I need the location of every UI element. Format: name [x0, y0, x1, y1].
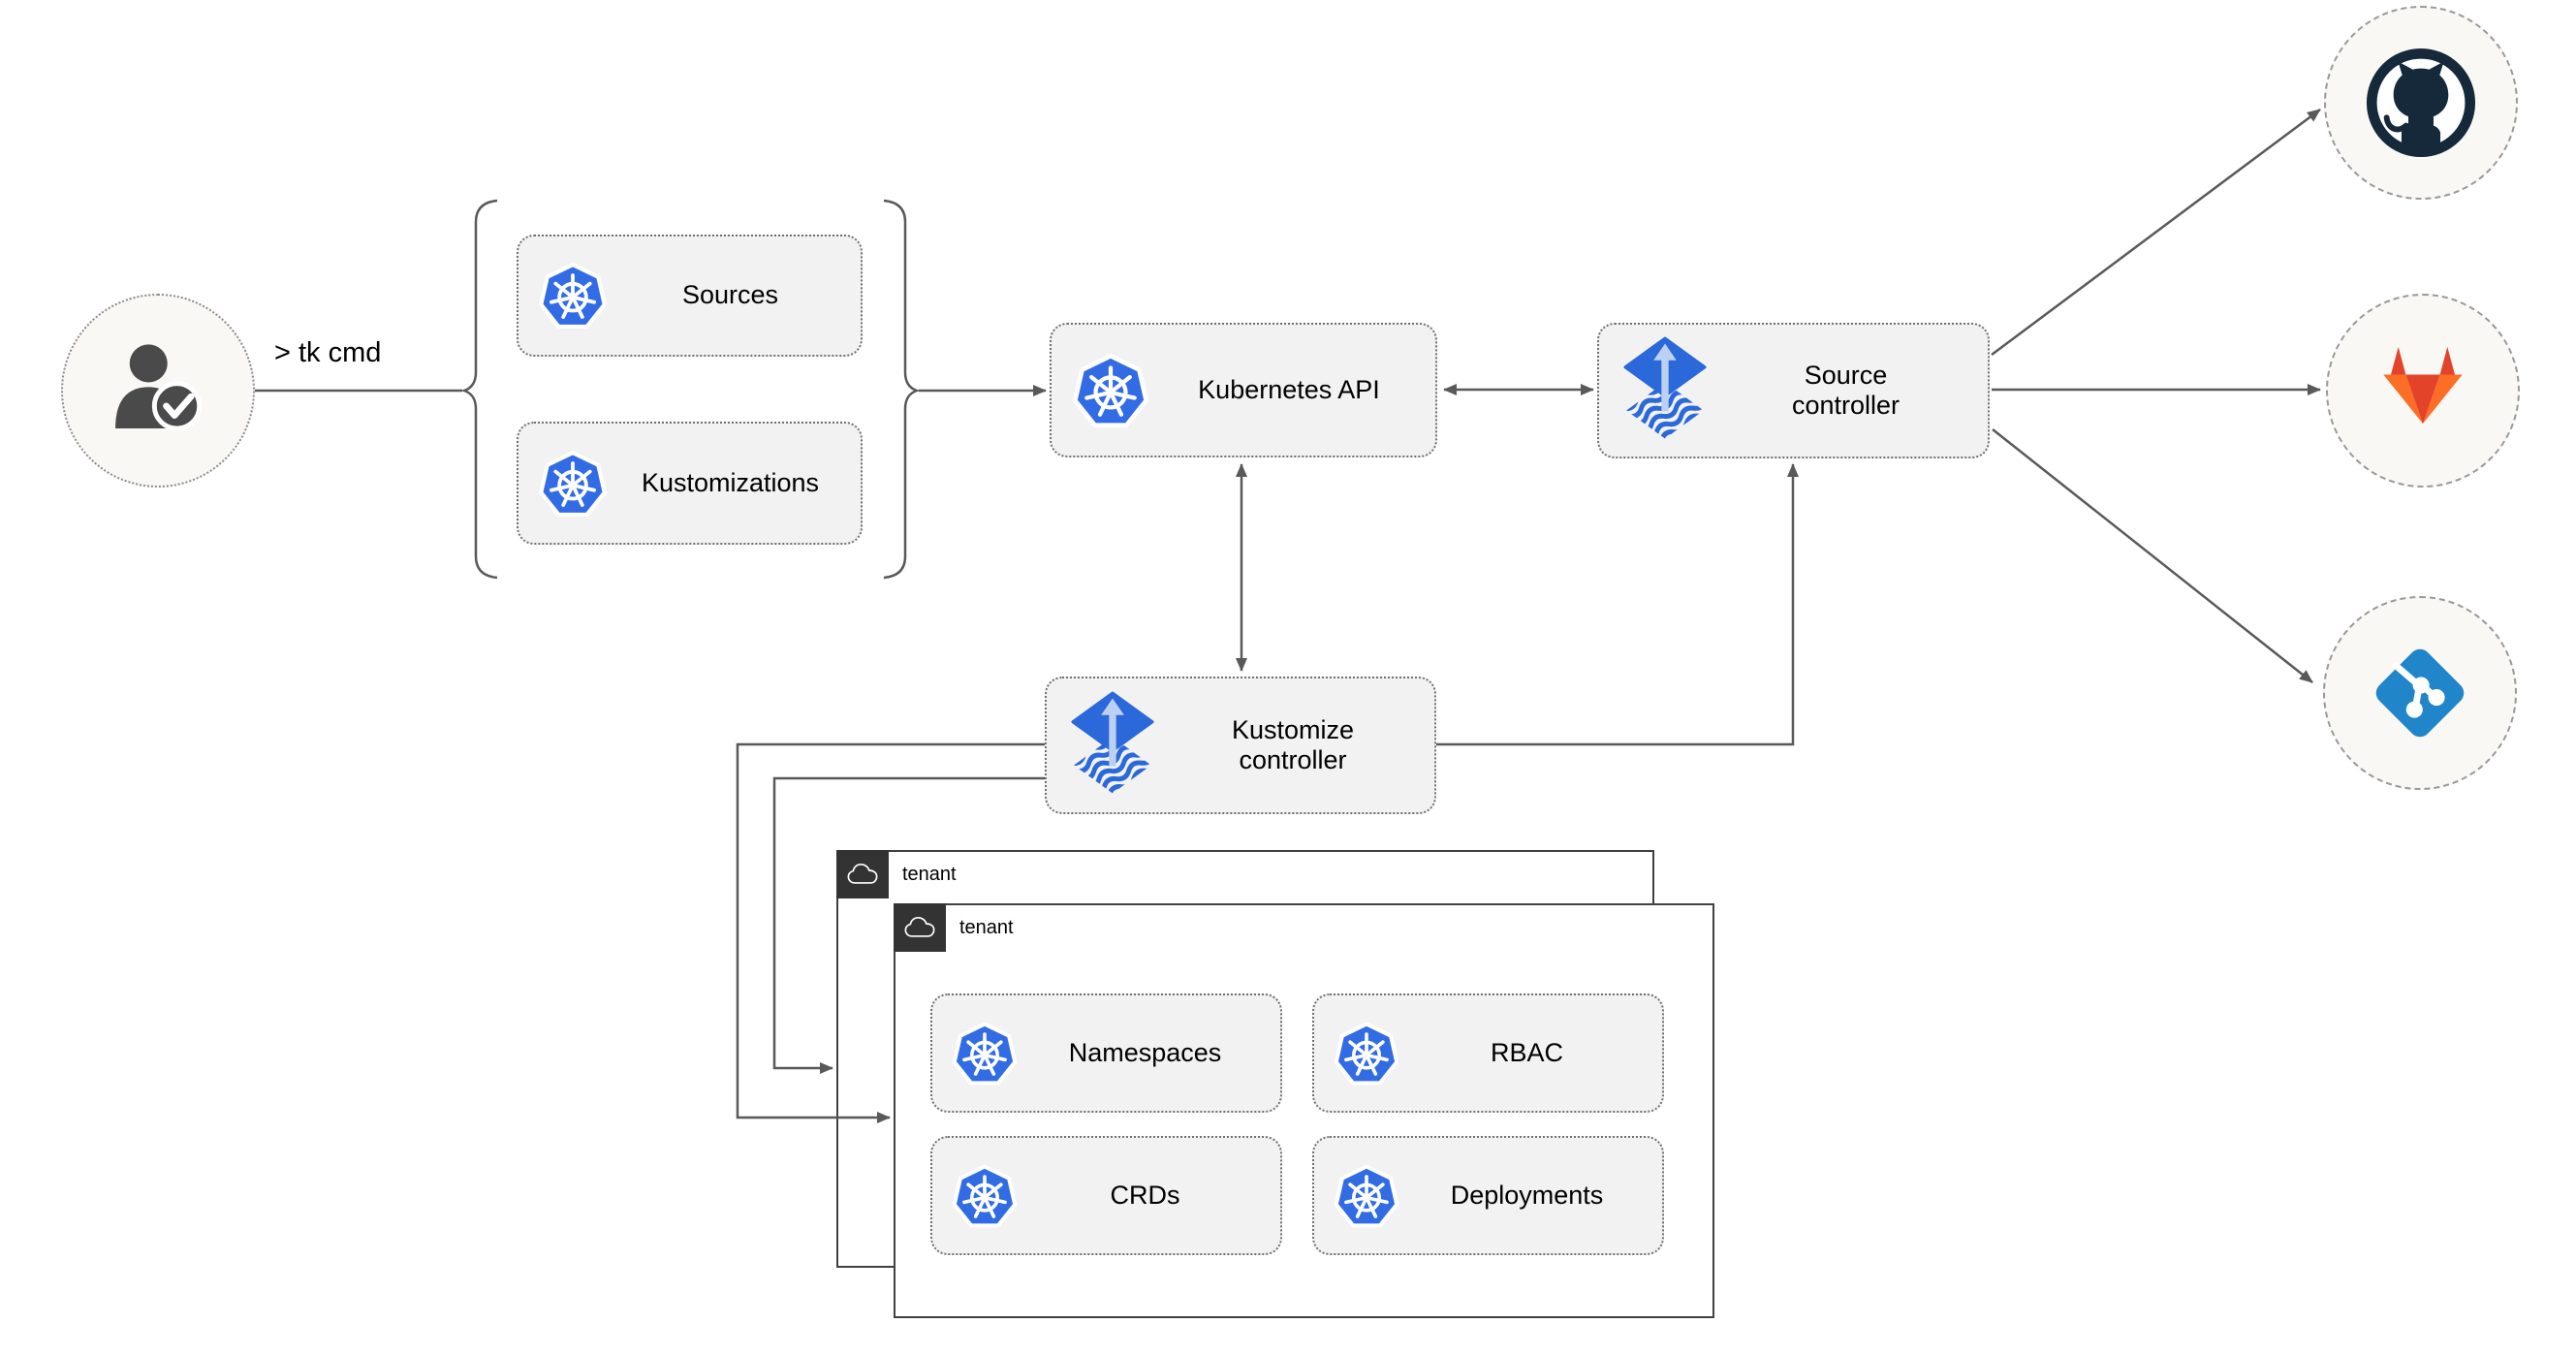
endpoint-git — [2323, 596, 2517, 790]
cloud-icon — [902, 915, 937, 941]
kubernetes-icon — [946, 1157, 1023, 1235]
node-deployments-label: Deployments — [1450, 1180, 1604, 1210]
node-source-controller-label: Source controller — [1791, 360, 1901, 420]
endpoint-gitlab — [2326, 294, 2520, 488]
node-kustomize-controller-label: Kustomize controller — [1231, 714, 1355, 774]
node-kustomizations-label: Kustomizations — [641, 467, 820, 497]
node-sources-label: Sources — [681, 280, 779, 310]
cli-bracket-right — [883, 199, 921, 580]
endpoint-github — [2324, 6, 2518, 200]
node-namespaces-label: Namespaces — [1068, 1037, 1222, 1067]
node-rbac-label: RBAC — [1490, 1037, 1563, 1067]
cli-bracket-left — [460, 199, 498, 580]
flux-icon — [1613, 336, 1717, 445]
node-kubernetes-api: Kubernetes API — [1050, 323, 1437, 457]
kubernetes-icon — [1328, 1015, 1405, 1092]
flux-icon — [1060, 691, 1165, 800]
kubernetes-icon — [1328, 1157, 1405, 1235]
node-sources: Sources — [517, 235, 863, 357]
tenant-inner-label: tenant — [959, 917, 1014, 938]
node-rbac: RBAC — [1312, 993, 1664, 1113]
github-icon — [2364, 46, 2478, 160]
cloud-icon — [845, 862, 880, 888]
user-actor — [61, 294, 255, 488]
kubernetes-icon — [1065, 345, 1156, 436]
kubernetes-icon — [532, 255, 613, 336]
node-crds: CRDs — [930, 1136, 1282, 1255]
node-crds-label: CRDs — [1110, 1180, 1180, 1210]
tenant-outer-tab — [836, 850, 889, 898]
node-namespaces: Namespaces — [930, 993, 1282, 1113]
user-check-icon — [99, 331, 217, 450]
node-kustomize-controller: Kustomize controller — [1045, 677, 1436, 814]
connector-kustomize-to-source — [1436, 463, 1799, 746]
tenant-inner-tab — [894, 903, 946, 952]
connector-source-to-github — [1991, 108, 2321, 357]
node-deployments: Deployments — [1312, 1136, 1664, 1255]
node-kustomizations: Kustomizations — [517, 422, 863, 545]
connector-source-to-git — [1992, 428, 2313, 683]
git-icon — [2365, 638, 2475, 748]
tenant-outer-label: tenant — [902, 864, 957, 885]
gitlab-icon — [2370, 337, 2476, 444]
cli-command-label: > tk cmd — [274, 337, 382, 368]
node-source-controller: Source controller — [1597, 323, 1990, 458]
node-kubernetes-api-label: Kubernetes API — [1198, 374, 1380, 404]
kubernetes-icon — [532, 443, 613, 524]
kubernetes-icon — [946, 1015, 1023, 1092]
